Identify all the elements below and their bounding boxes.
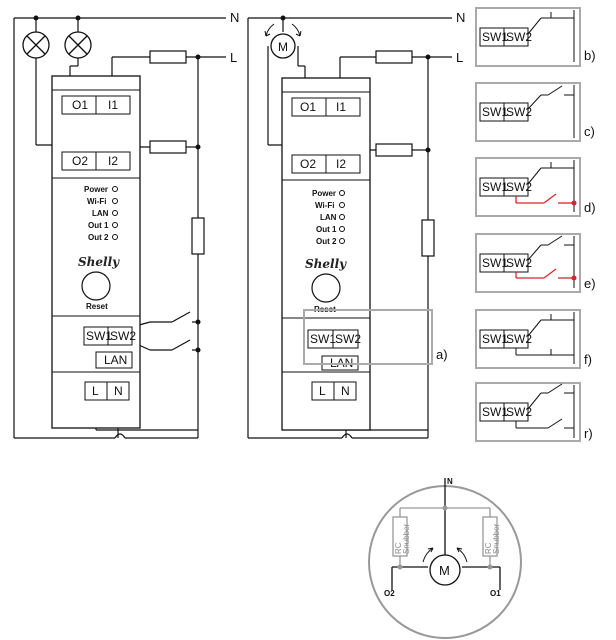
snubber-left-label: Snubber xyxy=(402,523,411,554)
terminal-i1-2: I1 xyxy=(336,100,346,114)
variant-f: SW1 SW2 f) xyxy=(475,309,592,369)
variant-a-highlight xyxy=(303,309,433,365)
d-sw2: SW2 xyxy=(506,180,532,194)
reset-button xyxy=(81,271,111,301)
motor-symbol: M xyxy=(264,23,302,59)
variants: SW1 SW2 b) SW1 SW2 c) xyxy=(475,7,596,442)
motor-label-2: M xyxy=(439,563,450,578)
middle-junctions xyxy=(280,15,431,153)
live-label: L xyxy=(230,50,237,65)
terminal-sw1: SW1 xyxy=(86,329,112,343)
motor-circuit: RC Snubber RC Snubber M N O2 O1 xyxy=(368,477,522,639)
c-sw1: SW1 xyxy=(482,105,508,119)
motor-terminal-o2: O2 xyxy=(384,589,395,598)
led-out2-label: Out 2 xyxy=(88,233,109,242)
led-power-label-2: Power xyxy=(312,189,336,198)
motor-terminal-n: N xyxy=(447,477,453,486)
variant-e: SW1 SW2 e) xyxy=(475,233,596,293)
snubber-left-rc: RC xyxy=(394,542,403,554)
terminal-l-2: L xyxy=(319,384,326,398)
terminal-i2: I2 xyxy=(108,154,118,168)
terminal-sw2: SW2 xyxy=(110,329,136,343)
left-junctions xyxy=(33,15,201,353)
motor-terminal-o1: O1 xyxy=(490,589,501,598)
b-sw1: SW1 xyxy=(482,30,508,44)
terminal-l: L xyxy=(92,384,99,398)
snubber-right-label: Snubber xyxy=(492,523,501,554)
r-sw1: SW1 xyxy=(482,405,508,419)
device-middle: O1 I1 O2 I2 Power Wi-Fi LAN Out 1 Out 2 … xyxy=(281,77,371,431)
r-label: r) xyxy=(584,426,593,441)
terminal-n: N xyxy=(114,384,123,398)
fuse-5 xyxy=(375,143,413,157)
brand-logo-2: Shelly xyxy=(305,257,347,271)
led-power-label: Power xyxy=(84,185,108,194)
motor-label: M xyxy=(278,40,288,54)
c-label: c) xyxy=(584,124,595,139)
terminal-o2-2: O2 xyxy=(300,157,316,171)
d-sw1: SW1 xyxy=(482,180,508,194)
e-label: e) xyxy=(584,276,596,291)
device-left: O1 I1 O2 I2 Power Wi-Fi LAN Out 1 Out 2 … xyxy=(51,75,141,429)
variant-c: SW1 SW2 c) xyxy=(475,82,595,142)
terminal-i2-2: I2 xyxy=(336,157,346,171)
variant-b: SW1 SW2 b) xyxy=(475,7,596,67)
live-label-2: L xyxy=(456,50,463,65)
motor-symbol-2 xyxy=(429,554,461,586)
b-label: b) xyxy=(584,48,596,63)
led-out1-label-2: Out 1 xyxy=(316,225,337,234)
led-out2-label-2: Out 2 xyxy=(316,237,337,246)
terminal-i1: I1 xyxy=(108,98,118,112)
terminal-lan: LAN xyxy=(104,353,127,367)
fuse-4 xyxy=(375,50,413,64)
led-lan-label: LAN xyxy=(92,209,109,218)
reset-button-2 xyxy=(311,273,341,303)
led-wifi-label: Wi-Fi xyxy=(87,197,106,206)
terminal-o2: O2 xyxy=(72,154,88,168)
led-lan-label-2: LAN xyxy=(320,213,337,222)
lamp-1 xyxy=(22,31,50,59)
r-sw2: SW2 xyxy=(506,405,532,419)
neutral-label-2: N xyxy=(456,10,465,25)
fuse-2 xyxy=(149,140,187,154)
variant-d: SW1 SW2 d) xyxy=(475,157,596,217)
variant-a-label: a) xyxy=(436,347,448,362)
terminal-n-2: N xyxy=(341,384,350,398)
fuse-6 xyxy=(421,219,435,257)
lamp-2 xyxy=(64,31,92,59)
e-sw2: SW2 xyxy=(506,256,532,270)
variant-r: SW1 SW2 r) xyxy=(475,382,593,442)
terminal-o1: O1 xyxy=(72,98,88,112)
fuse-3 xyxy=(191,217,205,255)
led-out1-label: Out 1 xyxy=(88,221,109,230)
terminal-sw1-2: SW1 xyxy=(310,332,336,346)
reset-label: Reset xyxy=(86,302,108,311)
b-sw2: SW2 xyxy=(506,30,532,44)
terminal-sw2-2: SW2 xyxy=(335,332,361,346)
f-sw2: SW2 xyxy=(506,332,532,346)
f-label: f) xyxy=(584,352,592,367)
led-wifi-label-2: Wi-Fi xyxy=(315,201,334,210)
e-sw1: SW1 xyxy=(482,256,508,270)
fuse-1 xyxy=(149,50,187,64)
d-label: d) xyxy=(584,200,596,215)
brand-logo: Shelly xyxy=(78,255,120,269)
terminal-o1-2: O1 xyxy=(300,100,316,114)
snubber-right-rc: RC xyxy=(484,542,493,554)
c-sw2: SW2 xyxy=(506,105,532,119)
neutral-label: N xyxy=(230,10,239,25)
f-sw1: SW1 xyxy=(482,332,508,346)
